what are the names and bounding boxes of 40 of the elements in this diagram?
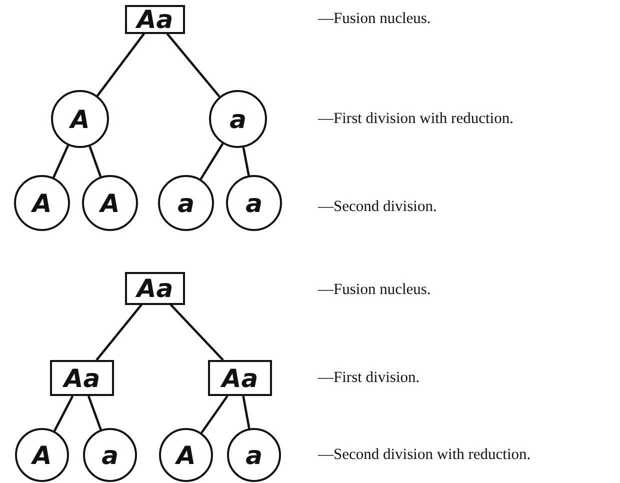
nucleus-box — [208, 360, 272, 396]
allele-symbol: a — [178, 190, 194, 216]
stage-note: —Fusion nucleus. — [318, 281, 431, 299]
connector-line — [200, 395, 228, 434]
allele-symbol: a — [230, 106, 246, 132]
connector-line — [96, 304, 142, 361]
nucleus-box — [125, 272, 185, 304]
stage-note: —First division. — [318, 369, 420, 387]
allele-symbol: A — [176, 442, 196, 468]
connector-line — [242, 147, 250, 176]
connector-line — [88, 146, 102, 178]
stage-note: —Fusion nucleus. — [318, 10, 431, 28]
allele-symbol: Aa — [222, 366, 258, 390]
nucleus-circle — [227, 428, 281, 482]
allele-symbol: a — [102, 442, 118, 468]
allele-symbol: A — [100, 190, 120, 216]
connector-line — [170, 304, 224, 361]
connector-line — [96, 32, 146, 96]
allele-symbol: Aa — [136, 6, 174, 32]
allele-symbol: A — [70, 106, 90, 132]
connector-line — [200, 143, 224, 180]
connector-line — [242, 396, 250, 429]
stage-note: —Second division with reduction. — [318, 446, 531, 464]
nucleus-box — [125, 4, 185, 34]
allele-symbol: a — [246, 190, 262, 216]
connector-line — [166, 32, 220, 98]
connector-line — [52, 144, 70, 178]
allele-symbol: A — [32, 442, 52, 468]
stage-note: —Second division. — [318, 198, 437, 216]
stage-note: —First division with reduction. — [318, 110, 514, 128]
nucleus-circle — [83, 428, 137, 482]
connector-line — [53, 395, 74, 432]
nucleus-circle — [159, 428, 213, 482]
connector-line — [87, 396, 102, 430]
allele-symbol: Aa — [64, 366, 100, 390]
allele-symbol: A — [32, 190, 52, 216]
allele-symbol: Aa — [136, 276, 174, 300]
allele-symbol: a — [246, 442, 262, 468]
nucleus-box — [50, 360, 114, 396]
nucleus-circle — [15, 428, 69, 482]
